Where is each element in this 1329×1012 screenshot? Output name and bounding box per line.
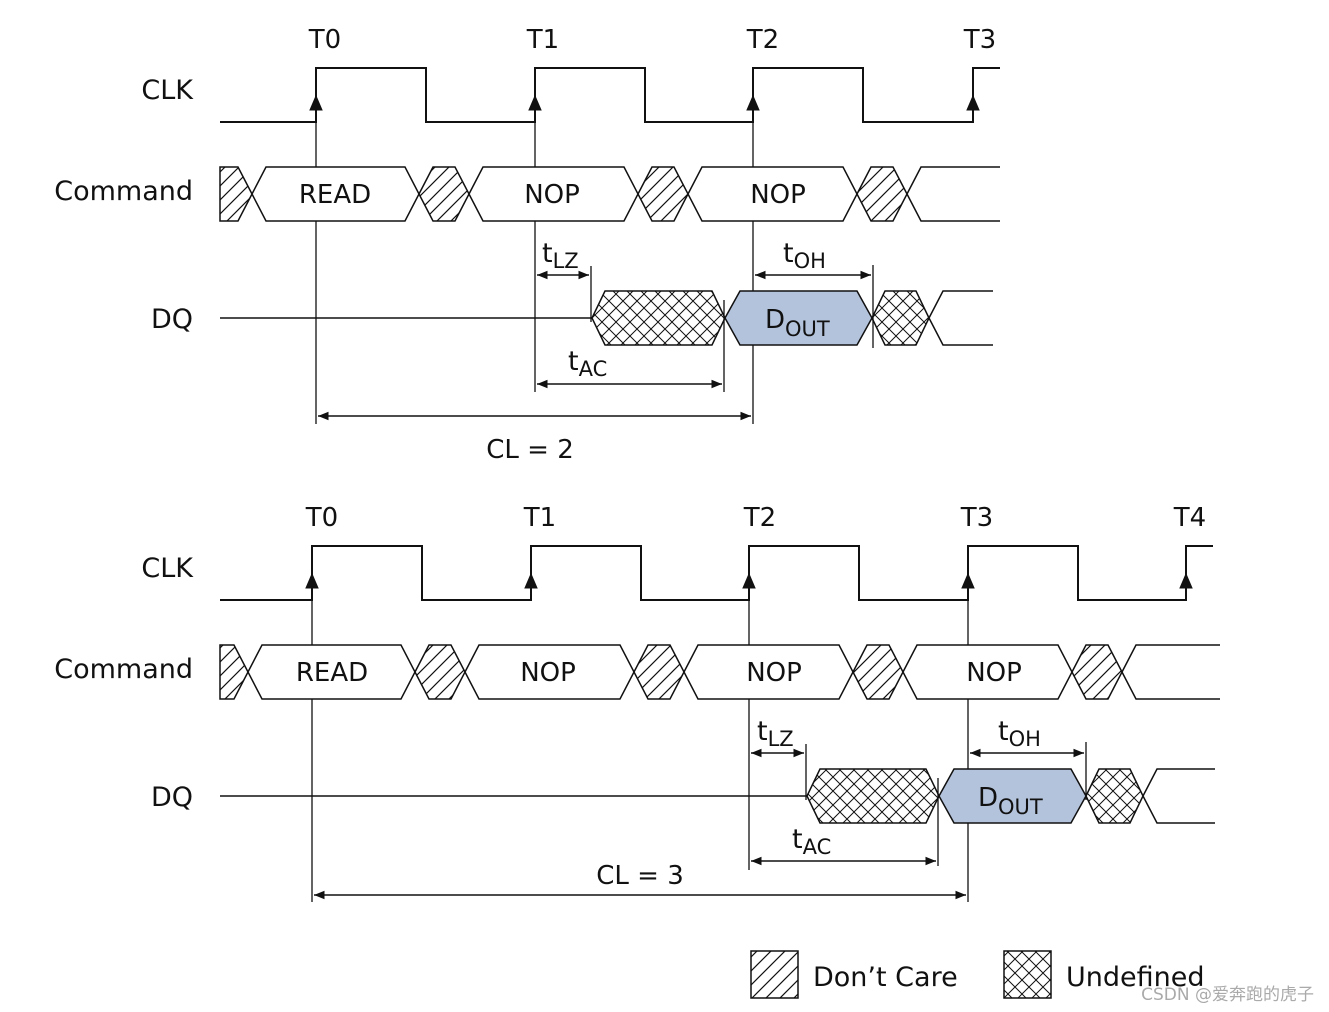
undefined-region (591, 290, 726, 346)
command-nop: NOP (750, 180, 806, 210)
tick-label-t1: T1 (523, 503, 556, 533)
tick-label-t2: T2 (743, 503, 776, 533)
t-lz-label: tLZ (757, 716, 794, 751)
legend: Don’t Care Undefined (750, 950, 1205, 999)
tick-label-t0: T0 (308, 25, 341, 55)
command-bus (219, 166, 1000, 222)
tick-label-t2: T2 (746, 25, 779, 55)
dq-bus (220, 290, 993, 346)
clk-waveform (220, 67, 1000, 123)
watermark: CSDN @爱奔跑的虎子 (1141, 985, 1314, 1005)
clk-label: CLK (141, 553, 194, 584)
timing-diagram-cl3: T0 T1 T2 T3 T4 CLK Command DQ (54, 503, 1220, 902)
dont-care-label: Don’t Care (813, 962, 958, 993)
dq-bus (220, 768, 1215, 824)
command-nop: NOP (746, 658, 802, 688)
dout-label: DOUT (765, 305, 830, 341)
tick-label-t1: T1 (526, 25, 559, 55)
undefined-swatch (1003, 950, 1052, 999)
t-oh-label: tOH (783, 238, 826, 273)
dout-label: DOUT (978, 783, 1043, 819)
command-label: Command (54, 176, 193, 207)
cas-latency-label: CL = 3 (596, 861, 684, 891)
dq-label: DQ (151, 782, 193, 813)
command-read: READ (296, 658, 368, 688)
tick-label-t4: T4 (1173, 503, 1206, 533)
tick-label-t0: T0 (305, 503, 338, 533)
command-label: Command (54, 654, 193, 685)
t-ac-label: tAC (792, 824, 831, 859)
command-read: READ (299, 180, 371, 210)
undefined-region (871, 290, 930, 346)
tick-label-t3: T3 (960, 503, 993, 533)
timing-diagram-cl2: T0 T1 T2 T3 CLK Command DQ (54, 25, 1000, 465)
undefined-region (806, 768, 940, 824)
command-nop: NOP (966, 658, 1022, 688)
dont-care-swatch (750, 950, 799, 999)
clk-rising-edge-markers (305, 573, 1193, 600)
command-nop: NOP (520, 658, 576, 688)
tick-label-t3: T3 (963, 25, 996, 55)
command-nop: NOP (524, 180, 580, 210)
t-oh-label: tOH (998, 716, 1041, 751)
t-lz-label: tLZ (542, 238, 579, 273)
dq-label: DQ (151, 304, 193, 335)
t-ac-label: tAC (568, 346, 607, 381)
undefined-region (1085, 768, 1144, 824)
undefined-label: Undefined (1066, 962, 1205, 993)
clk-rising-edge-markers (309, 95, 980, 122)
cas-latency-label: CL = 2 (486, 435, 574, 465)
clk-label: CLK (141, 75, 194, 106)
clk-waveform (220, 545, 1213, 601)
command-bus (219, 644, 1220, 700)
